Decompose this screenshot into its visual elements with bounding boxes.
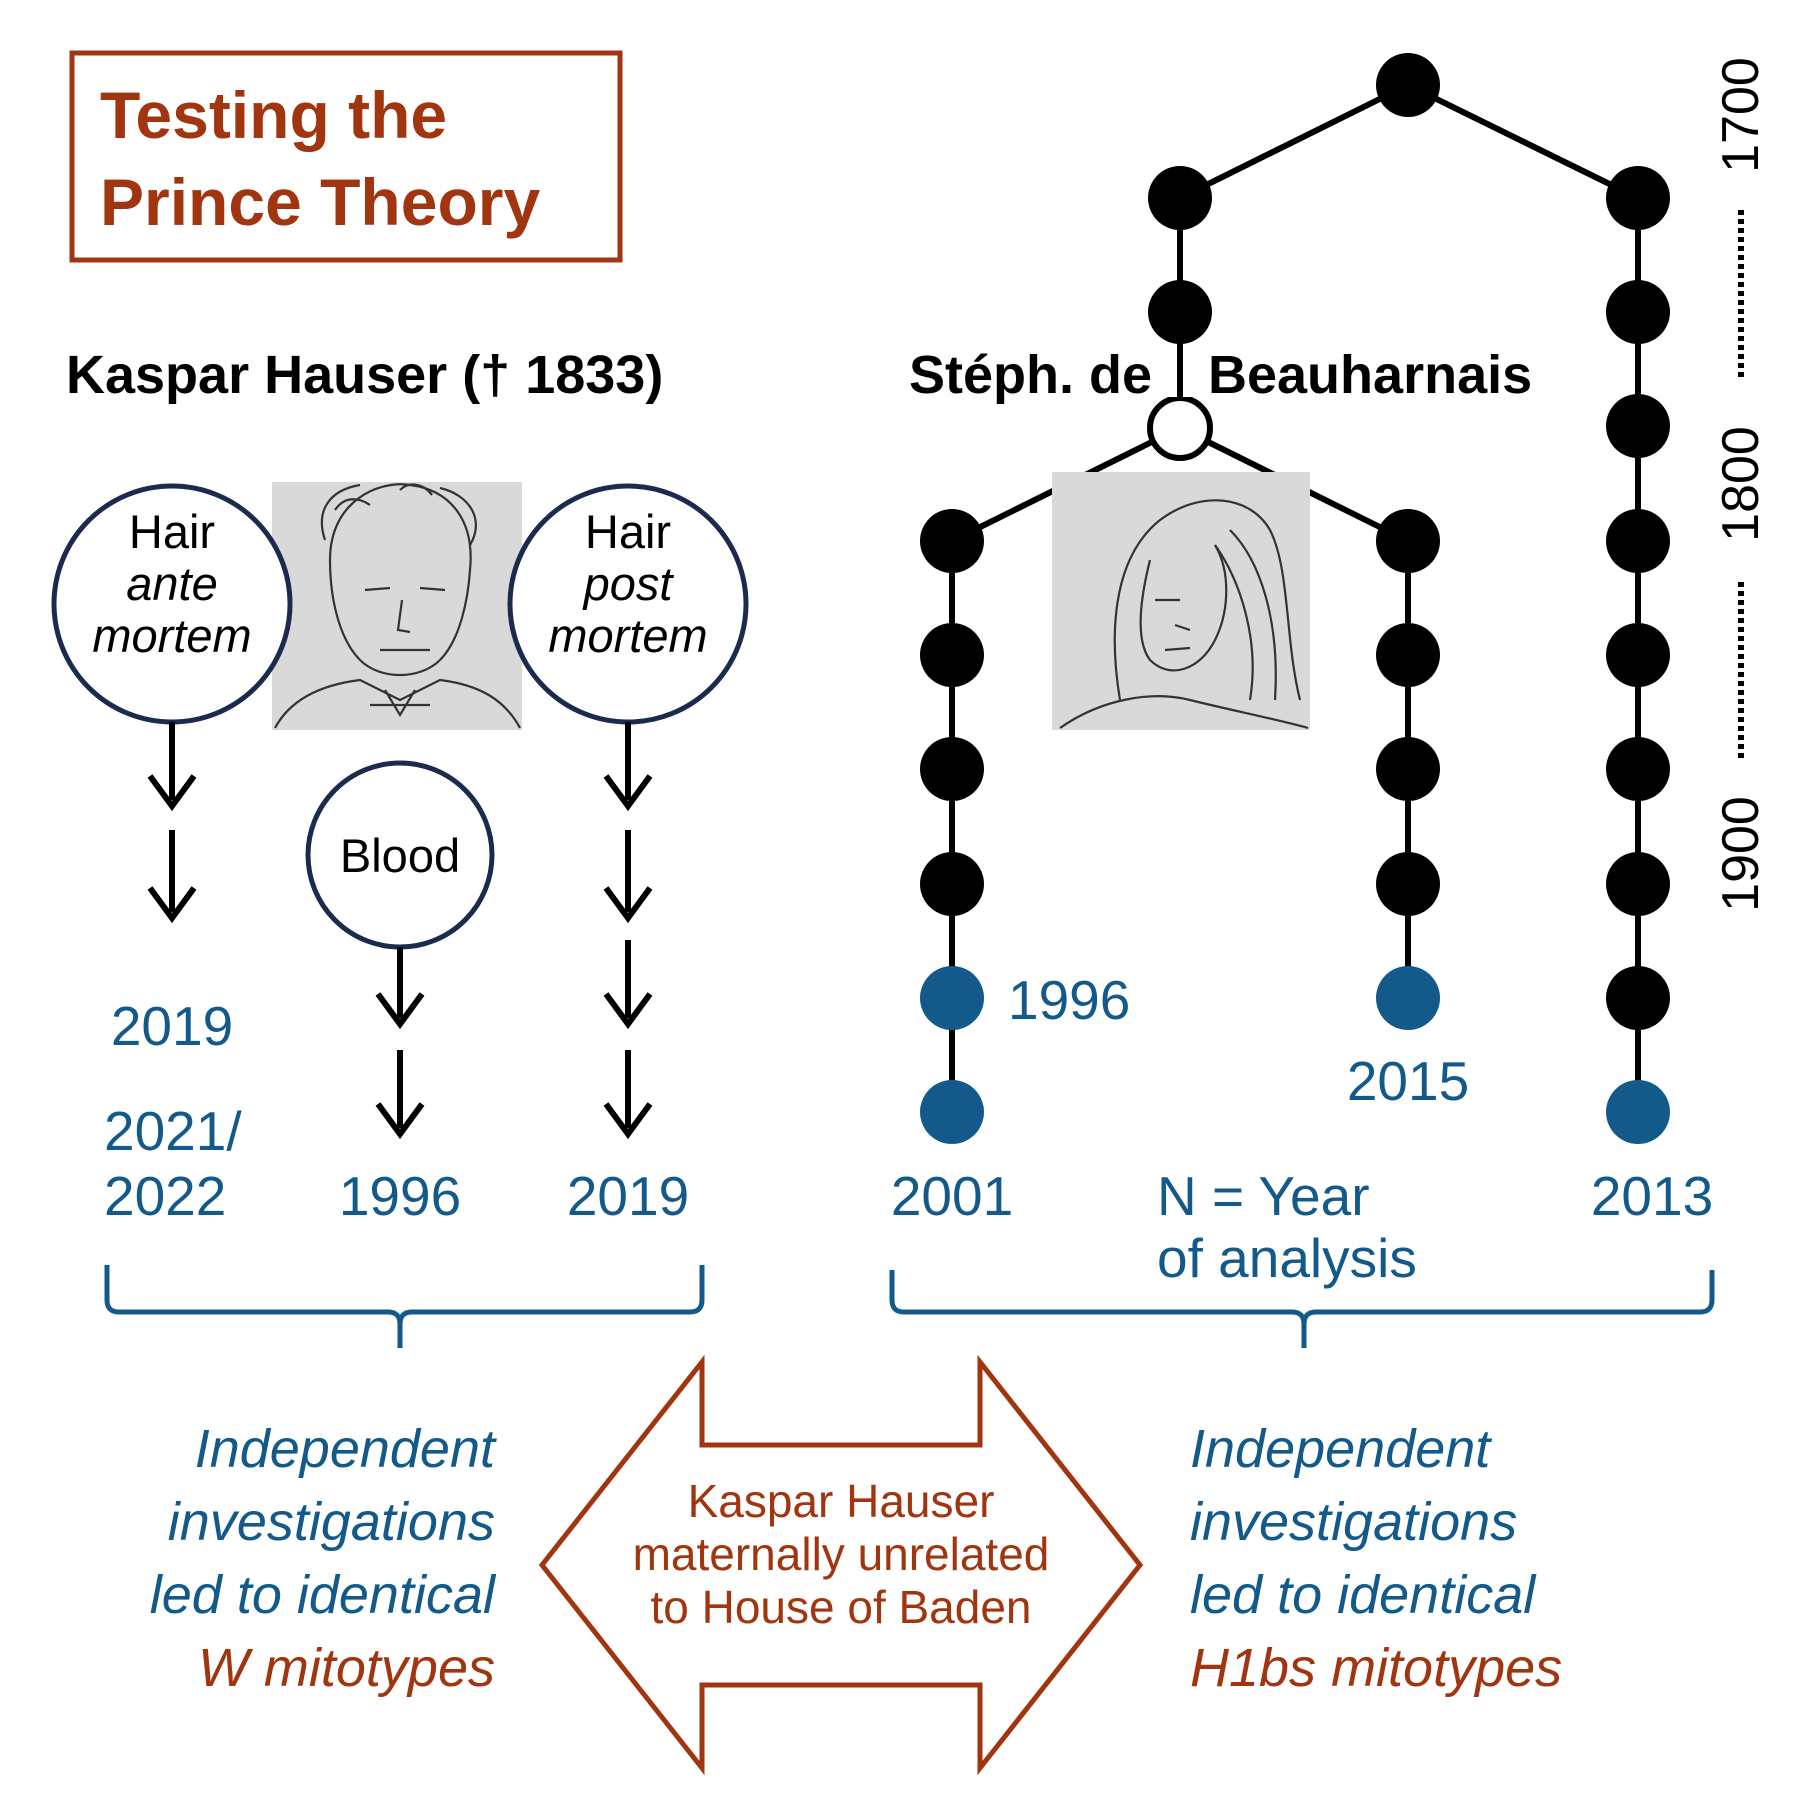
analysed-node: [1606, 1080, 1670, 1144]
year-label: 2022: [104, 1165, 226, 1227]
left-conclusion: Independent investigations led to identi…: [150, 1419, 497, 1698]
stephanie-heading-2: Beauharnais: [1208, 345, 1532, 405]
pedigree-node: [1606, 966, 1670, 1030]
double-arrow-shape: [538, 1354, 1144, 1776]
down-arrow: [603, 1050, 653, 1140]
year-label: 2021/: [104, 1100, 242, 1162]
pedigree-node: [1376, 623, 1440, 687]
year-label: 1996: [1008, 969, 1130, 1031]
down-arrow: [375, 1050, 425, 1140]
down-arrow: [603, 722, 653, 812]
stephanie-heading-1: Stéph. de: [909, 345, 1152, 405]
timeline-tick-1800: 1800: [1712, 426, 1770, 542]
tree-edge: [1178, 82, 1410, 201]
sample-label: Hair: [129, 505, 215, 558]
conclusion-line: Independent: [1190, 1419, 1492, 1479]
year-label: 2001: [891, 1165, 1013, 1227]
sample-label: ante: [126, 557, 217, 610]
conclusion-mitotype: W mitotypes: [198, 1638, 495, 1698]
year-label: 2019: [111, 995, 233, 1057]
conclusion-mitotype: H1bs mitotypes: [1190, 1638, 1562, 1698]
analysed-node: [920, 1080, 984, 1144]
conclusion-line: investigations: [168, 1492, 495, 1552]
title-box: Testing the Prince Theory: [69, 50, 623, 263]
left-brace: [104, 1265, 705, 1348]
pedigree-node: [920, 852, 984, 916]
conclusion-line: Independent: [195, 1419, 497, 1479]
stephanie-de-beauharnais-portrait: [1052, 472, 1310, 730]
conclusion-line: led to identical: [1190, 1565, 1537, 1625]
pedigree-node: [1606, 394, 1670, 458]
tree-edge: [1406, 82, 1640, 201]
kaspar-hauser-portrait: [272, 482, 522, 730]
pedigree-node: [1606, 737, 1670, 801]
stephanie-node: [1147, 395, 1213, 461]
right-conclusion: Independent investigations led to identi…: [1190, 1419, 1562, 1698]
timeline-tick-1700: 1700: [1712, 57, 1770, 173]
title-line-1: Testing the: [100, 78, 447, 152]
arrow-text-line: Kaspar Hauser: [688, 1475, 995, 1527]
conclusion-line: investigations: [1190, 1492, 1517, 1552]
center-double-arrow: Kaspar Hauser maternally unrelated to Ho…: [538, 1354, 1144, 1776]
left-analysis-years: 2019 2021/ 2022 1996 2019: [104, 995, 689, 1227]
pedigree-node: [920, 623, 984, 687]
timeline-axis: 1700 1800 1900: [1712, 57, 1770, 912]
down-arrow: [147, 830, 197, 924]
year-label: 1996: [339, 1165, 461, 1227]
legend-line-2: of analysis: [1157, 1227, 1417, 1289]
pedigree-node: [920, 737, 984, 801]
analysed-node: [1376, 966, 1440, 1030]
pedigree-node: [1606, 166, 1670, 230]
title-line-2: Prince Theory: [100, 165, 540, 239]
pedigree-node: [1606, 280, 1670, 344]
pedigree-node: [1376, 53, 1440, 117]
arrow-text-line: maternally unrelated: [633, 1528, 1050, 1580]
pedigree-node: [1376, 509, 1440, 573]
pedigree-node: [1376, 852, 1440, 916]
year-label: 2019: [567, 1165, 689, 1227]
pedigree-node: [920, 509, 984, 573]
year-label: 2015: [1347, 1050, 1469, 1112]
analysed-nodes: [920, 966, 1670, 1144]
timeline-tick-1900: 1900: [1712, 796, 1770, 912]
sample-label: post: [582, 557, 675, 610]
right-brace: [889, 1270, 1715, 1348]
sample-hair-ante-mortem: Hair ante mortem: [51, 483, 293, 725]
pedigree-nodes: [920, 53, 1670, 1030]
analysis-arrows: [147, 722, 653, 1140]
title-frame: [69, 50, 623, 263]
pedigree-node: [1148, 166, 1212, 230]
conclusion-line: led to identical: [150, 1565, 497, 1625]
pedigree-node: [1376, 737, 1440, 801]
pedigree-node: [1606, 623, 1670, 687]
sample-label: Hair: [585, 505, 671, 558]
sample-hair-post-mortem: Hair post mortem: [507, 483, 749, 725]
kaspar-hauser-heading: Kaspar Hauser († 1833): [66, 345, 663, 405]
pedigree-node: [1148, 280, 1212, 344]
sample-label: mortem: [92, 609, 251, 662]
down-arrow: [375, 947, 425, 1030]
sample-label: Blood: [340, 829, 460, 882]
pedigree-node: [1606, 509, 1670, 573]
sample-blood: Blood: [305, 760, 495, 950]
sample-label: mortem: [548, 609, 707, 662]
analysed-node: [920, 966, 984, 1030]
down-arrow: [603, 830, 653, 924]
arrow-text-line: to House of Baden: [650, 1581, 1031, 1633]
right-analysis-years: 1996 2001 2015 2013 N = Year of analysis: [891, 969, 1713, 1289]
year-label: 2013: [1591, 1165, 1713, 1227]
down-arrow: [147, 722, 197, 812]
down-arrow: [603, 940, 653, 1030]
legend-line-1: N = Year: [1157, 1165, 1370, 1227]
pedigree-node: [1606, 852, 1670, 916]
